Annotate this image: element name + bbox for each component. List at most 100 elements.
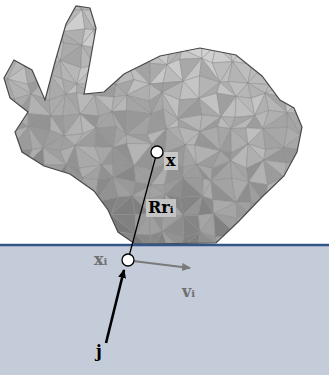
- mesh-facet: [14, 28, 31, 50]
- impulse-arrow: [106, 270, 124, 343]
- mesh-facet: [195, 270, 211, 289]
- mesh-facet: [318, 12, 329, 29]
- mesh-facet: [305, 162, 323, 177]
- mesh-facet: [280, 33, 302, 43]
- mesh-facet: [42, 229, 68, 250]
- mesh-facet: [14, 165, 31, 183]
- mesh-facet: [94, 11, 113, 30]
- mesh-facet: [284, 218, 298, 235]
- mesh-facet: [0, 220, 12, 235]
- mesh-facet: [95, 65, 117, 85]
- mesh-facet: [318, 130, 329, 152]
- mesh-facet: [263, 129, 284, 150]
- mesh-facet: [268, 61, 284, 83]
- mesh-facet: [318, 200, 329, 221]
- mesh-facet: [161, 0, 180, 10]
- mesh-facet: [220, 129, 231, 153]
- mesh-facet: [43, 0, 65, 8]
- mesh-facet: [47, 8, 61, 32]
- mesh-facet: [129, 266, 152, 285]
- mesh-facet: [68, 214, 83, 236]
- mesh-facet: [251, 13, 269, 33]
- mesh-facet: [180, 81, 199, 100]
- mesh-facet: [315, 246, 329, 264]
- mesh-facet: [198, 246, 220, 269]
- mesh-facet: [318, 143, 329, 164]
- mesh-facet: [246, 264, 268, 287]
- mesh-facet: [232, 27, 248, 41]
- mesh-facet: [96, 0, 113, 16]
- mesh-facet: [161, 7, 180, 26]
- mesh-facet: [211, 267, 228, 288]
- mesh-facet: [280, 33, 302, 43]
- mesh-facet: [152, 248, 168, 269]
- mesh-facet: [313, 84, 329, 102]
- mesh-facet: [232, 14, 251, 28]
- mesh-facet: [28, 127, 43, 150]
- mesh-facet: [180, 49, 202, 59]
- mesh-facet: [302, 61, 322, 84]
- mesh-facet: [29, 265, 46, 286]
- mesh-facet: [166, 177, 183, 197]
- mesh-facet: [67, 214, 83, 229]
- mesh-facet: [0, 181, 14, 195]
- mesh-facet: [47, 8, 65, 32]
- mesh-facet: [161, 10, 182, 32]
- mesh-facet: [169, 269, 183, 284]
- vector-label: vᵢ: [180, 283, 197, 301]
- ground: [0, 245, 329, 375]
- mesh-facet: [83, 213, 101, 235]
- mesh-facet: [25, 148, 43, 166]
- mesh-facet: [82, 214, 101, 236]
- mesh-facet: [31, 265, 49, 286]
- mesh-facet: [94, 30, 113, 48]
- mesh-facet: [237, 212, 248, 235]
- point-label: xᵢ: [92, 251, 109, 269]
- mesh-facet: [283, 61, 302, 84]
- mesh-facet: [66, 84, 77, 94]
- mesh-facet: [45, 186, 59, 202]
- mesh-facet: [283, 12, 301, 34]
- mesh-facet: [0, 165, 14, 182]
- mesh-facet: [321, 45, 329, 62]
- mesh-facet: [318, 0, 329, 17]
- mesh-facet: [30, 249, 42, 265]
- mesh-facet: [246, 115, 263, 128]
- mesh-facet: [34, 211, 50, 237]
- mesh-facet: [302, 17, 318, 33]
- mesh-facet: [267, 253, 284, 265]
- mesh-facet: [305, 143, 323, 163]
- mesh-facet: [228, 247, 254, 266]
- mesh-facet: [262, 0, 283, 13]
- mesh-facet: [144, 26, 170, 48]
- mesh-facet: [284, 195, 304, 218]
- mesh-facet: [67, 250, 81, 267]
- mesh-facet: [46, 264, 67, 286]
- mesh-facet: [64, 114, 83, 136]
- mesh-facet: [7, 28, 30, 46]
- mesh-facet: [34, 228, 50, 250]
- mesh-facet: [113, 0, 128, 16]
- mesh-facet: [42, 249, 68, 265]
- mesh-facet: [268, 42, 280, 61]
- mesh-facet: [161, 26, 182, 49]
- mesh-facet: [314, 264, 329, 286]
- mesh-facet: [313, 100, 329, 114]
- mesh-facet: [116, 253, 134, 269]
- mesh-facet: [161, 0, 184, 10]
- mesh-facet: [42, 250, 68, 268]
- mesh-facet: [280, 270, 299, 280]
- mesh-facet: [199, 98, 221, 117]
- mesh-facet: [9, 150, 32, 166]
- mesh-facet: [197, 33, 216, 46]
- mesh-facet: [228, 267, 246, 288]
- mesh-facet: [299, 246, 316, 271]
- mesh-facet: [161, 26, 182, 49]
- mesh-facet: [132, 31, 144, 47]
- mesh-facet: [263, 177, 284, 202]
- mesh-facet: [128, 31, 144, 47]
- mesh-facet: [0, 0, 13, 15]
- mesh-facet: [248, 41, 268, 61]
- mesh-facet: [30, 203, 49, 220]
